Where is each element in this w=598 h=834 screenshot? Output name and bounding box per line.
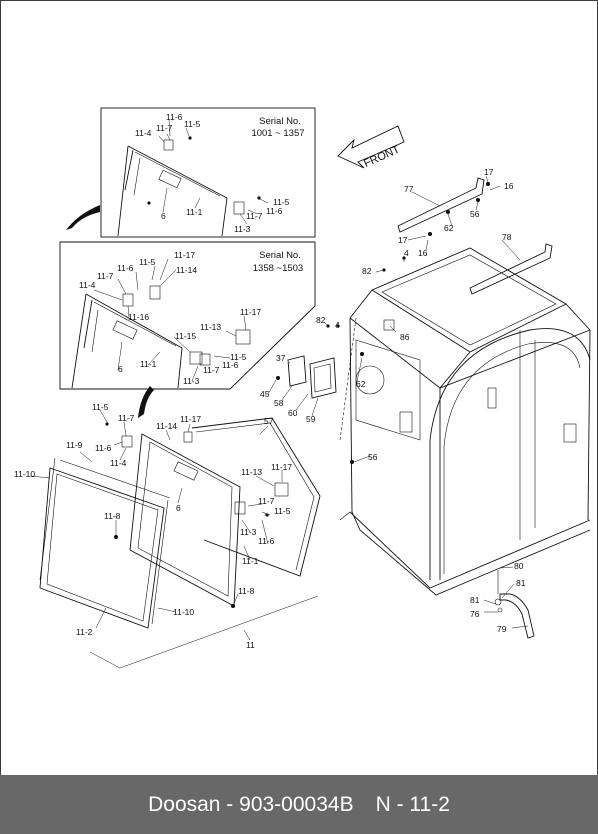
serial-range-1: 1001 ~ 1357 (251, 128, 304, 139)
label-59: 59 (306, 414, 316, 424)
label-56: 56 (470, 209, 480, 219)
label-11-9: 11-9 (66, 440, 83, 450)
label-11-7: 11-7 (156, 123, 173, 133)
label-62: 62 (444, 223, 454, 233)
serial-label-1: Serial No. (259, 116, 301, 127)
label-16: 16 (504, 181, 514, 191)
label-80: 80 (514, 561, 524, 571)
label-76: 76 (470, 609, 480, 619)
label-58: 58 (274, 398, 284, 408)
footer-page-number: N - 11-2 (375, 792, 450, 816)
label-62: 62 (356, 379, 366, 389)
label-11-17: 11-17 (240, 307, 261, 317)
label-86: 86 (400, 332, 410, 342)
label-11-5: 11-5 (273, 197, 290, 207)
label-11-4: 11-4 (135, 128, 152, 138)
label-11-15: 11-15 (175, 331, 196, 341)
label-78: 78 (502, 232, 512, 242)
label-11-13: 11-13 (241, 467, 262, 477)
label-11-14: 11-14 (156, 421, 177, 431)
label-11-6: 11-6 (258, 536, 275, 546)
parts-diagram: Serial No. 1001 ~ 1357 11-6 11-5 11-4 11… (14, 107, 591, 669)
inset-serial-1358-1503: Serial No. 1358 ~1503 11-17 11-5 11-6 11… (59, 241, 316, 390)
label-11-4: 11-4 (110, 458, 127, 468)
label-11-5: 11-5 (92, 402, 109, 412)
label-4: 4 (404, 248, 409, 258)
label-11-1: 11-1 (186, 207, 203, 217)
serial-label-2: Serial No. (259, 250, 301, 261)
label-11-6: 11-6 (95, 443, 112, 453)
label-11-4: 11-4 (79, 280, 96, 290)
footer-bar: Doosan - 903-00034B N - 11-2 (0, 775, 598, 834)
label-4: 4 (335, 320, 340, 330)
label-11-14: 11-14 (176, 265, 197, 275)
label-56: 56 (368, 452, 378, 462)
label-11-7: 11-7 (203, 365, 220, 375)
label-57: 57 (264, 416, 274, 426)
label-11-7: 11-7 (258, 496, 275, 506)
label-11-13: 11-13 (200, 322, 221, 332)
label-11: 11 (246, 640, 255, 650)
label-11-6: 11-6 (222, 360, 239, 370)
label-16: 16 (418, 248, 428, 258)
label-11-6: 11-6 (166, 112, 183, 122)
label-82: 82 (362, 266, 372, 276)
label-11-5: 11-5 (139, 257, 156, 267)
label-37: 37 (276, 353, 286, 363)
label-11-8: 11-8 (238, 586, 255, 596)
label-11-7: 11-7 (246, 211, 263, 221)
label-60: 60 (288, 408, 298, 418)
label-11-1: 11-1 (140, 359, 157, 369)
label-6: 6 (176, 503, 181, 513)
label-11-17: 11-17 (271, 462, 292, 472)
label-11-3: 11-3 (234, 224, 251, 234)
label-6: 6 (118, 364, 123, 374)
door-assembly: 11-5 11-7 11-17 11-14 57 11-6 11-4 11-9 … (14, 402, 321, 669)
label-11-16: 11-16 (128, 312, 149, 322)
label-45: 45 (260, 389, 270, 399)
cab-frame: 77 17 16 56 62 17 78 16 4 82 82 4 86 37 … (260, 167, 591, 639)
label-81: 81 (516, 578, 526, 588)
label-6: 6 (161, 211, 166, 221)
label-11-1: 11-1 (242, 556, 259, 566)
label-11-7: 11-7 (118, 413, 135, 423)
pointer-arrow-icon (138, 386, 154, 418)
serial-range-2: 1358 ~1503 (253, 263, 303, 274)
label-11-5: 11-5 (184, 119, 201, 129)
label-11-3: 11-3 (183, 376, 200, 386)
label-17: 17 (484, 167, 494, 177)
label-11-5: 11-5 (274, 506, 291, 516)
front-arrow-label: FRONT (362, 144, 402, 170)
label-11-17: 11-17 (174, 250, 195, 260)
label-11-3: 11-3 (240, 527, 257, 537)
label-82: 82 (316, 315, 326, 325)
label-11-6: 11-6 (117, 263, 134, 273)
footer-brand-code: Doosan - 903-00034B (148, 792, 354, 816)
pointer-arrow-icon (66, 205, 100, 230)
label-11-17: 11-17 (180, 414, 201, 424)
label-77: 77 (404, 184, 414, 194)
label-11-10: 11-10 (173, 607, 194, 617)
label-11-5: 11-5 (230, 352, 247, 362)
label-11-6: 11-6 (266, 206, 283, 216)
label-11-2: 11-2 (76, 627, 93, 637)
label-79: 79 (497, 624, 507, 634)
front-arrow-icon: FRONT (337, 125, 405, 170)
label-17: 17 (398, 235, 408, 245)
label-11-8: 11-8 (104, 511, 121, 521)
label-11-7: 11-7 (97, 271, 114, 281)
inset-serial-1001-1357: Serial No. 1001 ~ 1357 11-6 11-5 11-4 11… (100, 107, 316, 238)
label-11-10: 11-10 (14, 469, 35, 479)
label-81: 81 (470, 595, 480, 605)
